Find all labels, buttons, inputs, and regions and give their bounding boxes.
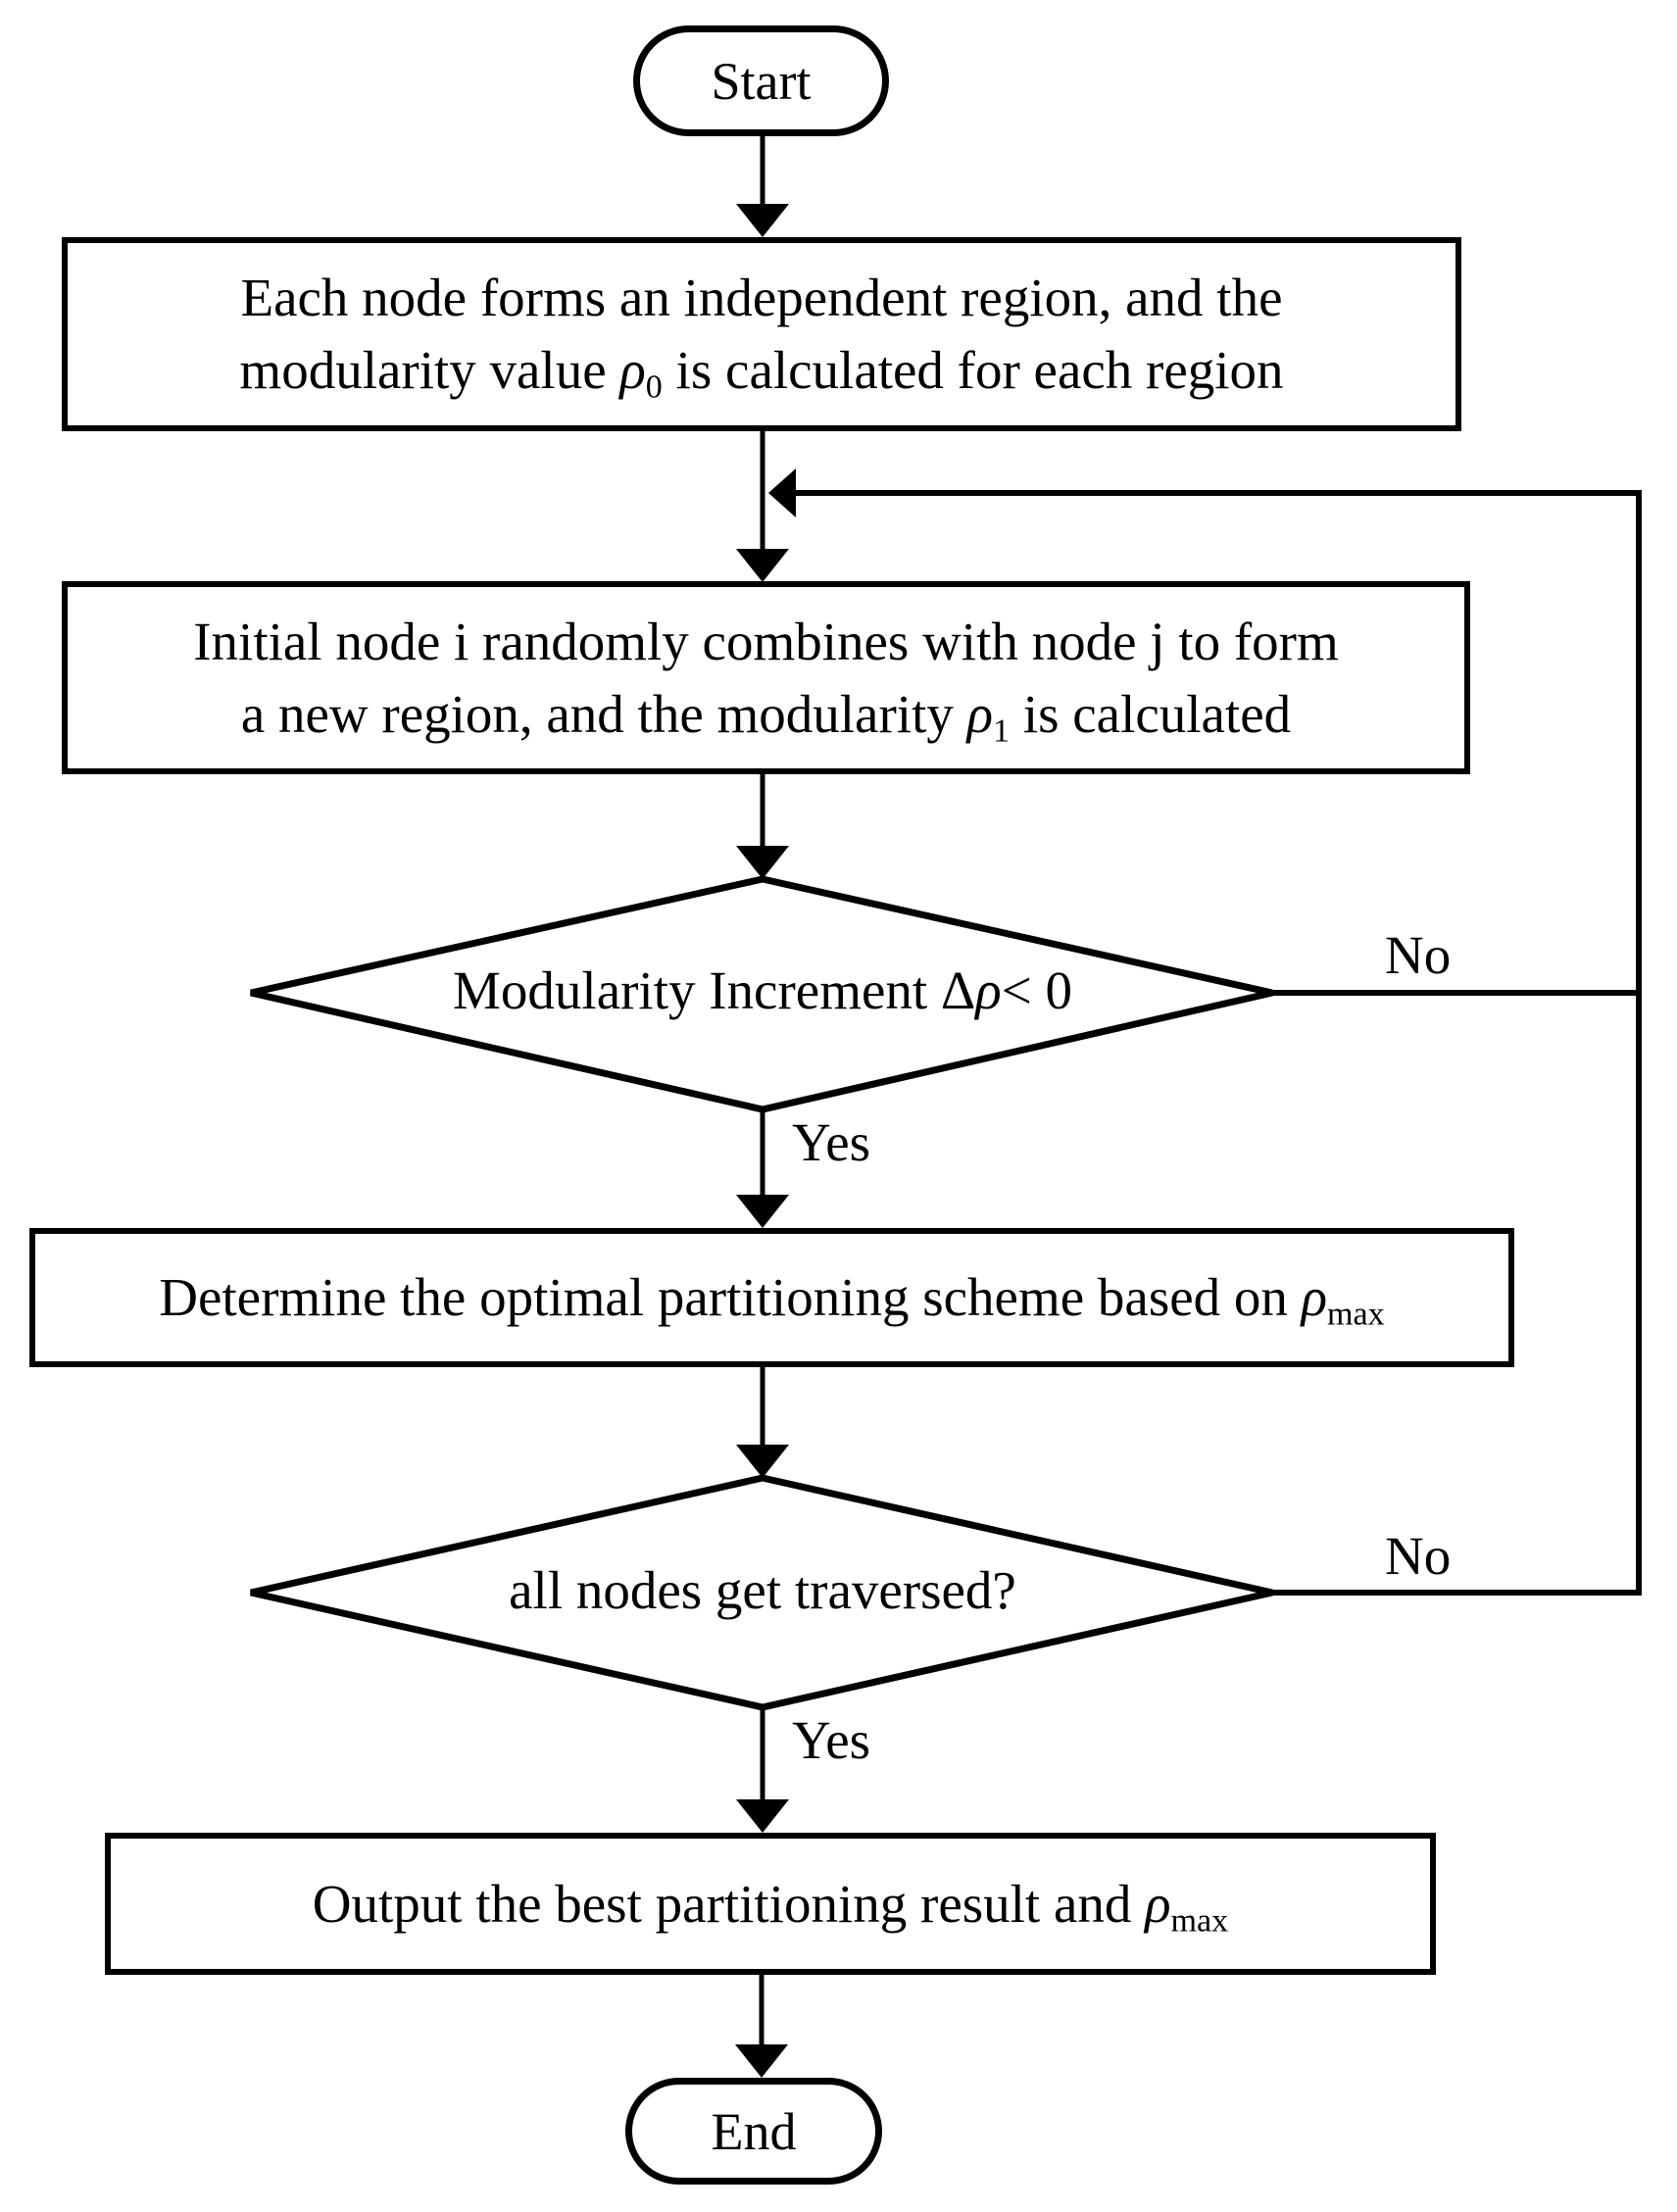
arrowhead-into-diamond2 <box>736 1445 789 1478</box>
arrowhead-into-box4 <box>736 1799 789 1833</box>
process-box-output-result: Output the best partitioning result and … <box>105 1833 1436 1975</box>
decision-diamond-2 <box>250 1474 1273 1711</box>
arrowhead-feedback-junction <box>768 468 796 517</box>
start-terminator: Start <box>633 25 889 136</box>
arrowhead-into-box3 <box>736 1195 789 1228</box>
decision-diamond-1 <box>250 875 1273 1113</box>
arrowhead-into-box2 <box>736 549 789 582</box>
arrowhead-into-diamond1 <box>736 846 789 879</box>
end-label: End <box>711 2101 797 2161</box>
process-box-combine-nodes: Initial node i randomly combines with no… <box>62 581 1470 774</box>
decision-diamond-2-label: all nodes get traversed? <box>509 1560 1016 1620</box>
process-box-4-line-1: Output the best partitioning result and … <box>312 1873 1229 1940</box>
arrowhead-into-end <box>735 2044 788 2078</box>
arrowhead-start-to-box1 <box>736 204 789 237</box>
process-box-initial-regions: Each node forms an independent region, a… <box>62 237 1461 431</box>
process-box-optimal-partitioning: Determine the optimal partitioning schem… <box>29 1228 1514 1367</box>
process-box-1-line-2: modularity value ρ0 is calculated for ea… <box>239 340 1284 406</box>
edge-label-yes-2: Yes <box>792 1710 871 1770</box>
process-box-1-line-1: Each node forms an independent region, a… <box>240 268 1283 327</box>
edge-label-yes-1: Yes <box>792 1112 871 1172</box>
start-label: Start <box>711 51 812 111</box>
process-box-3-line-1: Determine the optimal partitioning schem… <box>159 1267 1385 1333</box>
end-terminator: End <box>625 2078 882 2185</box>
process-box-2-line-1: Initial node i randomly combines with no… <box>193 611 1339 671</box>
edge-label-no-1: No <box>1385 925 1452 985</box>
process-box-2-line-2: a new region, and the modularity ρ1 is c… <box>240 683 1292 750</box>
edge-label-no-2: No <box>1385 1526 1452 1586</box>
